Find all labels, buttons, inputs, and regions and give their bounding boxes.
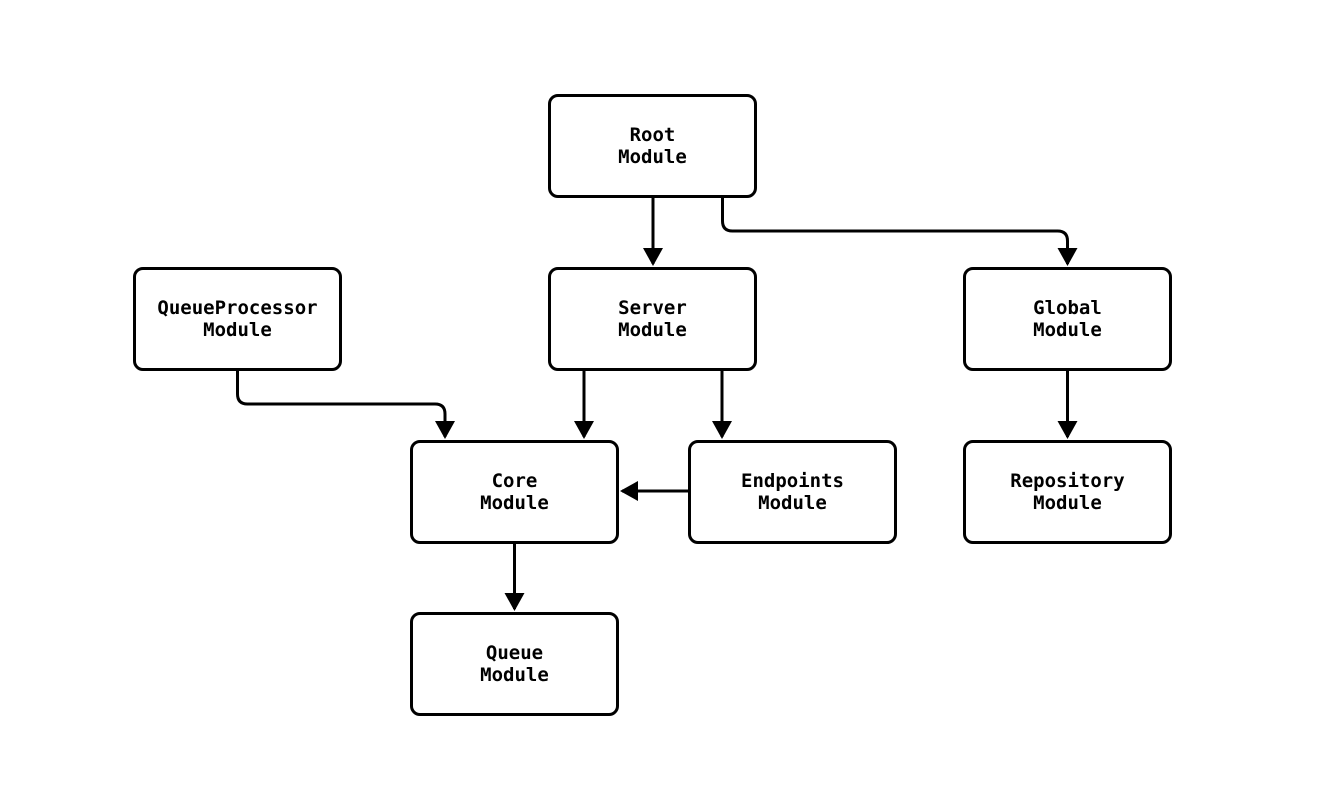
node-queueprocessor-module: QueueProcessor Module	[133, 267, 342, 371]
node-label-line: Server	[618, 297, 687, 319]
node-repository-module: Repository Module	[963, 440, 1172, 544]
node-label-line: Global	[1033, 297, 1102, 319]
node-core-module: Core Module	[410, 440, 619, 544]
node-label-line: Module	[1033, 319, 1102, 341]
node-label-line: QueueProcessor	[157, 297, 318, 319]
node-server-module: Server Module	[548, 267, 757, 371]
node-label-line: Module	[480, 492, 549, 514]
node-label-line: Repository	[1010, 470, 1125, 492]
node-label-line: Root	[629, 124, 676, 146]
node-label-line: Module	[203, 319, 272, 341]
node-label-line: Module	[618, 319, 687, 341]
node-label-line: Module	[758, 492, 827, 514]
node-label-line: Module	[618, 146, 687, 168]
node-root-module: Root Module	[548, 94, 757, 198]
edge-root-global	[721, 198, 1078, 266]
node-queue-module: Queue Module	[410, 612, 619, 716]
node-label-line: Endpoints	[741, 470, 844, 492]
edge-queueprocessor-core	[236, 371, 455, 439]
node-label-line: Queue	[485, 642, 544, 664]
node-endpoints-module: Endpoints Module	[688, 440, 897, 544]
node-label-line: Module	[1033, 492, 1102, 514]
node-global-module: Global Module	[963, 267, 1172, 371]
node-label-line: Module	[480, 664, 549, 686]
node-label-line: Core	[491, 470, 538, 492]
